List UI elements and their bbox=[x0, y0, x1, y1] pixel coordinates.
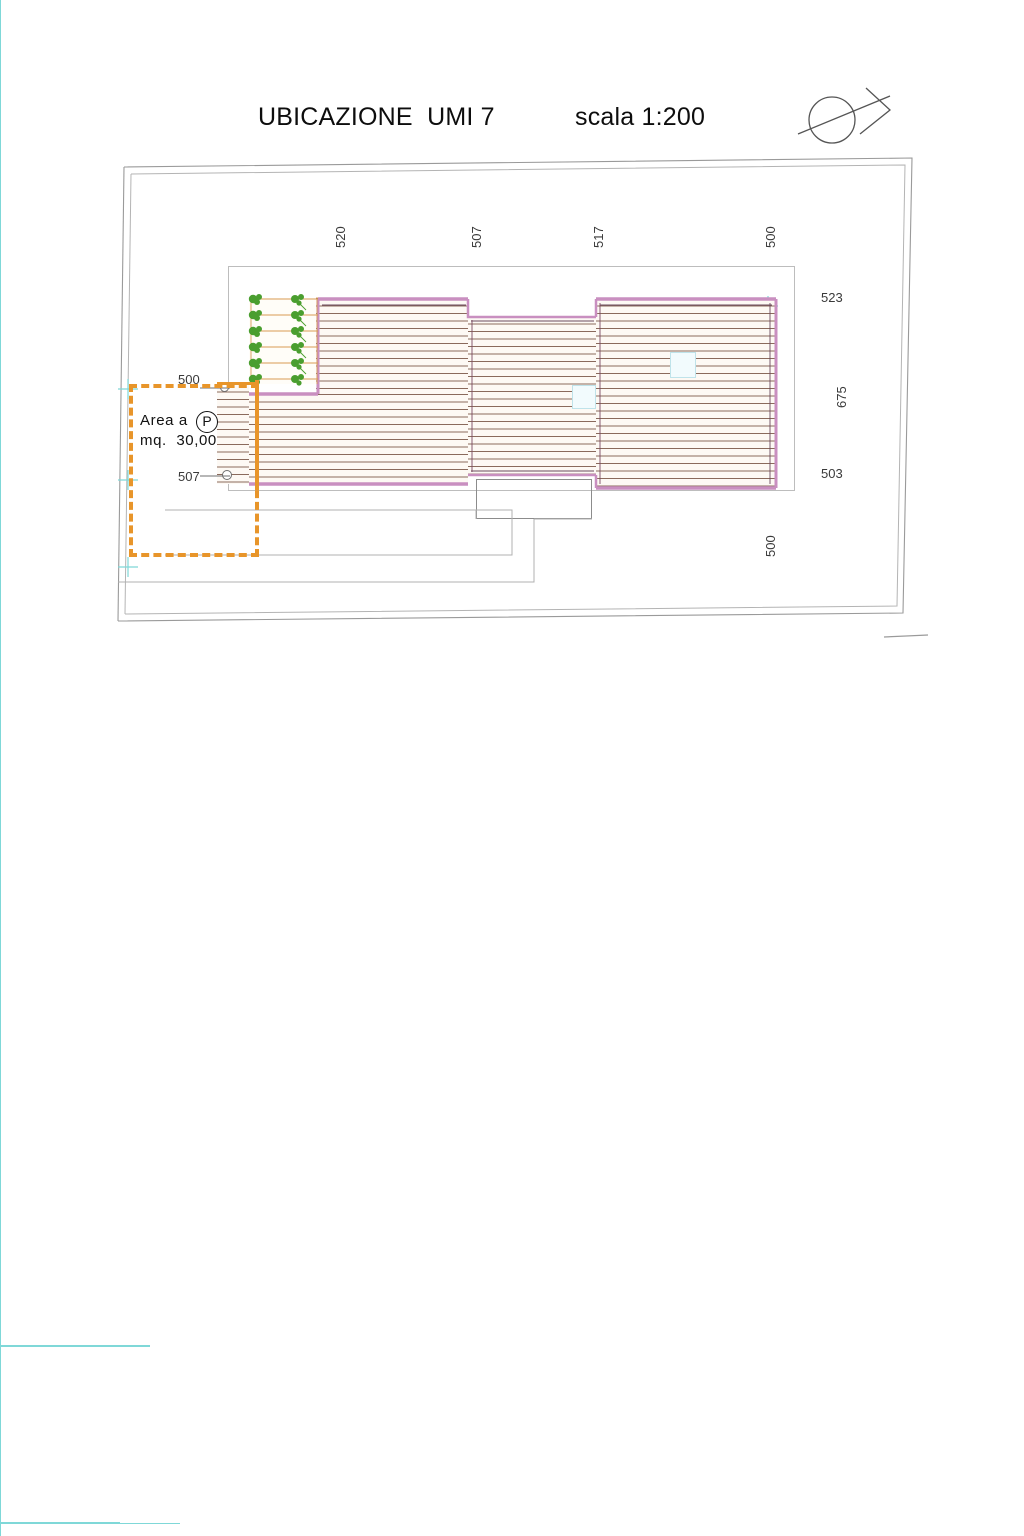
dimension-top-500: 500 bbox=[763, 226, 778, 248]
parking-area-edge-top bbox=[217, 382, 259, 385]
dimension-right-523: 523 bbox=[821, 290, 843, 305]
dimension-right-503: 503 bbox=[821, 466, 843, 481]
dimension-top-520: 520 bbox=[333, 226, 348, 248]
scale-label: scala 1:200 bbox=[575, 103, 706, 131]
parking-area-label-line1: Area a bbox=[140, 412, 188, 429]
grid-line-v-500-bottom bbox=[0, 1045, 1, 1345]
roof-section-center-left bbox=[249, 394, 468, 484]
roof-section-upper-left bbox=[316, 298, 468, 394]
dimension-left-500: 500 bbox=[178, 372, 200, 387]
dimension-right-675: 675 bbox=[834, 386, 849, 408]
grid-line-v-520 bbox=[0, 0, 1, 300]
roof-section-left-strip bbox=[217, 384, 249, 484]
tree-symbols bbox=[248, 294, 318, 386]
dimension-left-507: 507 bbox=[178, 469, 200, 484]
page-title: UBICAZIONE UMI 7 bbox=[258, 103, 495, 131]
dimension-top-517: 517 bbox=[591, 226, 606, 248]
parking-symbol-icon: P bbox=[196, 411, 218, 433]
door-marker-bottom bbox=[222, 470, 232, 480]
grid-line-v-507 bbox=[0, 300, 1, 600]
grid-line-h-503 bbox=[0, 1346, 150, 1347]
crosshair-marker-top bbox=[118, 379, 138, 399]
parking-area-edge-right bbox=[255, 380, 259, 490]
dimension-top-507: 507 bbox=[469, 226, 484, 248]
grid-line-h-507-left bbox=[0, 1523, 180, 1524]
drawing-sheet: UBICAZIONE UMI 7 scala 1:200 bbox=[0, 0, 929, 1536]
skylight-right bbox=[670, 352, 696, 378]
grid-line-v-500-top bbox=[0, 900, 1, 1045]
door-leader-bottom bbox=[200, 475, 230, 477]
grid-line-v-675 bbox=[0, 1347, 1, 1522]
inner-plot-rect bbox=[228, 266, 795, 491]
north-arrow-icon bbox=[790, 82, 905, 157]
dimension-bottom-500: 500 bbox=[763, 535, 778, 557]
roof-section-right bbox=[596, 298, 776, 488]
skylight-left bbox=[572, 385, 596, 409]
crosshair-marker-bottom bbox=[118, 557, 138, 577]
roof-outline bbox=[249, 297, 778, 490]
parking-area-label-line2: mq. 30,00 bbox=[140, 432, 217, 449]
grid-line-v-517 bbox=[0, 600, 1, 900]
crosshair-marker-mid bbox=[118, 470, 138, 490]
door-leader-top bbox=[200, 387, 230, 389]
grid-line-v-left bbox=[0, 1524, 1, 1536]
